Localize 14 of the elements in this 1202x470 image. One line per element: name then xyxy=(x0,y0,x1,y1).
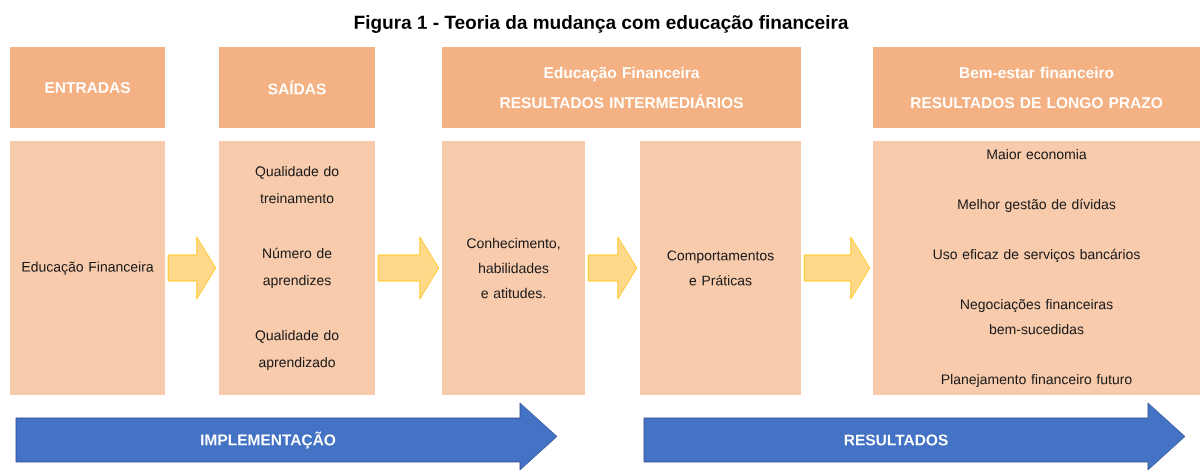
header-box: Bem-estar financeiro RESULTADOS DE LONGO PRAZO xyxy=(873,47,1200,128)
figure-title: Figura 1 - Teoria da mudança com educação financeira xyxy=(354,15,849,33)
header-box: ENTRADAS xyxy=(10,47,165,128)
block-arrow xyxy=(803,236,871,300)
content-box: Comportamentos e Práticas xyxy=(640,141,801,395)
block-arrow xyxy=(167,236,217,300)
content-box: Maior economia Melhor gestão de dívidas Uso eficaz de serviços bancários Negociações financeiras bem-sucedidas Planejamento financeiro futuro xyxy=(873,141,1200,395)
block-arrow xyxy=(587,236,638,300)
header-box: SAÍDAS xyxy=(219,47,375,128)
header-box: Educação Financeira RESULTADOS INTERMEDIÁRIOS xyxy=(442,47,801,128)
content-box: Educação Financeira xyxy=(10,141,165,395)
block-arrow xyxy=(377,236,440,300)
content-box: Qualidade do treinamento Número de aprendizes Qualidade do aprendizado xyxy=(219,141,375,395)
content-box: Conhecimento, habilidades e atitudes. xyxy=(442,141,585,395)
